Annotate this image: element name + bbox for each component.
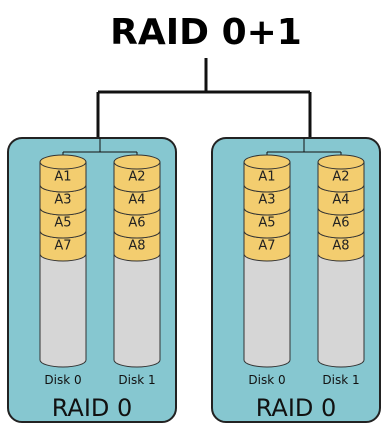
block-label: A6	[332, 216, 349, 231]
disk-cylinder: A8 A6 A4 A2	[317, 154, 365, 368]
raid0-group-label: RAID 0	[52, 394, 133, 422]
disk-label: Disk 1	[322, 373, 359, 387]
disk-free-space	[39, 253, 87, 368]
disk-free-space	[317, 253, 365, 368]
block-label: A4	[128, 193, 145, 208]
mirror-connector	[96, 58, 312, 138]
block-label: A7	[54, 239, 71, 254]
disk-cylinder: A7 A5 A3 A1	[243, 154, 291, 368]
data-block: A1	[243, 154, 291, 193]
block-label: A1	[54, 170, 71, 185]
disk-free-space	[113, 253, 161, 368]
block-label: A2	[128, 170, 145, 185]
block-label: A2	[332, 170, 349, 185]
block-label: A5	[54, 216, 71, 231]
data-block: A2	[317, 154, 365, 193]
disk-label: Disk 1	[118, 373, 155, 387]
disk-cylinder: A7 A5 A3 A1	[39, 154, 87, 368]
raid0-group-label: RAID 0	[256, 394, 337, 422]
disk-label: Disk 0	[248, 373, 285, 387]
block-label: A6	[128, 216, 145, 231]
disk-label: Disk 0	[44, 373, 81, 387]
block-label: A7	[258, 239, 275, 254]
block-label: A8	[332, 239, 349, 254]
block-label: A8	[128, 239, 145, 254]
block-label: A3	[258, 193, 275, 208]
block-label: A4	[332, 193, 349, 208]
diagram-title: RAID 0+1	[110, 12, 302, 53]
block-label: A1	[258, 170, 275, 185]
data-block: A1	[39, 154, 87, 193]
block-label: A5	[258, 216, 275, 231]
disk-cylinder: A8 A6 A4 A2	[113, 154, 161, 368]
disk-free-space	[243, 253, 291, 368]
data-block: A2	[113, 154, 161, 193]
block-label: A3	[54, 193, 71, 208]
